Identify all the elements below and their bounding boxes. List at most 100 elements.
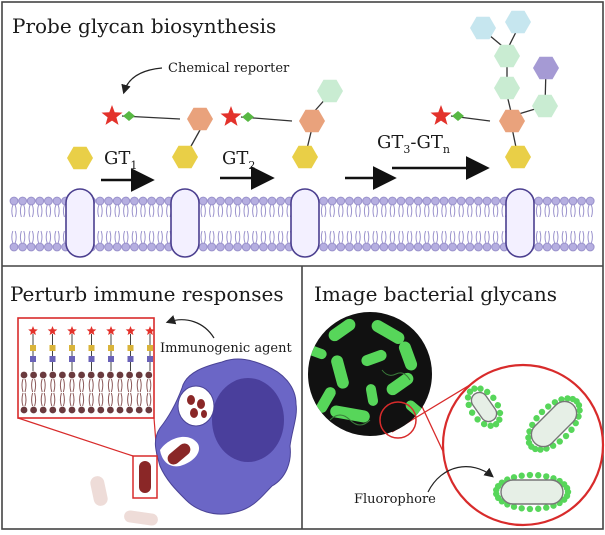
lipid-head [465,242,475,252]
lipid-head [198,196,208,206]
lipid-head [250,196,260,206]
fluorophore-pointer-arrow [427,466,494,493]
micro-bacterium-4 [331,355,349,389]
lipid-head [577,196,586,206]
lipid-tail [338,230,344,244]
lipid-head [319,242,329,252]
lipid-tail [467,230,473,244]
lipid-tail [45,204,52,218]
panel-perturb-immune: Perturb immune responses Immunogenic age… [10,282,297,526]
bilayer-tail [127,378,133,393]
lipid-tail [561,204,568,218]
lipid-tail [475,204,482,218]
lipid-head [327,196,337,206]
lipid-tail [544,204,550,218]
purple-sugar-4 [533,56,559,80]
bilayer-head-top [126,371,133,379]
lipid-tail [398,204,404,218]
mag-bacterium-1 [464,385,504,429]
lipid-head [121,242,131,252]
fluorophore-dot [560,496,568,503]
fluorophore-dot [526,471,534,479]
fluorophore-dot [464,394,472,401]
lipid-head [147,242,157,252]
lipid-tail [449,230,456,244]
fluorophore-dot [465,401,472,409]
bilayer-head-top [145,371,153,379]
bilayer-tail [127,392,133,407]
agent-purple [147,356,153,362]
lipid-tail [553,230,559,244]
bilayer-head-top [49,371,57,379]
lipid-head [336,242,346,252]
lipid-head [224,242,234,252]
fluorophore-dot [496,409,504,417]
lipid-tail [372,204,378,218]
bilayer-tail [59,378,65,393]
fluorescent-bacteria [308,318,427,426]
lipid-tail [54,230,60,244]
lipid-head [259,242,268,252]
lipid-tail [484,204,490,218]
lipid-head [18,196,28,206]
lipid-tail [355,230,361,244]
lipid-head [362,196,372,206]
lipid-tail [587,230,593,244]
lipid-tail [570,204,576,218]
lipid-head [224,196,234,206]
fluorophore-dot [575,402,583,409]
lipid-tail [200,230,206,244]
lipid-head [560,196,569,206]
reporter-tag-1 [123,111,135,121]
fluorophore-dot [537,446,544,453]
bilayer-tail [79,392,85,407]
lipid-head [44,242,53,252]
lipid-tail [97,204,103,218]
micro-bacterium-9 [365,384,379,406]
lipid-head [534,242,543,252]
zoom-box-bilayer [17,317,155,419]
fluorophore-dot [474,416,481,423]
agent-star [125,326,136,335]
macrophage-nucleus [212,378,284,462]
lipid-tail [535,230,542,244]
agent-purple [127,356,134,362]
bilayer-tail [146,378,152,393]
lipid-tail [209,230,215,244]
lipid-tail [492,230,499,244]
bilayer-tail [69,392,75,407]
flagellum-2 [381,369,411,381]
lipid-head [95,196,105,206]
lipid-head [241,196,251,206]
bilayer-tail [69,378,75,393]
lipid-tail [11,204,17,218]
step-3-label: GT3-GTn [377,132,450,156]
fluorophore-dot [518,505,525,512]
agent-yellow [88,345,95,351]
lipid-head [207,196,217,206]
lipid-head [95,242,105,252]
bilayer-tail [107,392,113,407]
bilayer-tail [50,378,56,393]
cell-membrane [9,188,595,258]
faded-bacterium-2 [124,510,158,526]
bilayer-head-bottom [145,406,153,414]
lipid-tail [157,230,163,244]
bilayer-head-bottom [78,406,85,414]
bilayer-head-bottom [39,406,47,414]
bilayer-head-bottom [107,406,114,414]
panel-title-top: Probe glycan biosynthesis [12,14,276,38]
lipid-head [379,242,389,252]
fluorophore-dot [525,439,533,446]
fluorophore-dot [543,473,550,480]
lipid-head [216,242,225,252]
lipid-head [568,242,578,252]
bacterium-body [530,400,578,448]
lipid-tail [415,204,421,218]
lipid-head [585,196,595,206]
lipid-head [130,242,139,252]
lipid-head [267,196,277,206]
agent-purple [88,356,95,362]
